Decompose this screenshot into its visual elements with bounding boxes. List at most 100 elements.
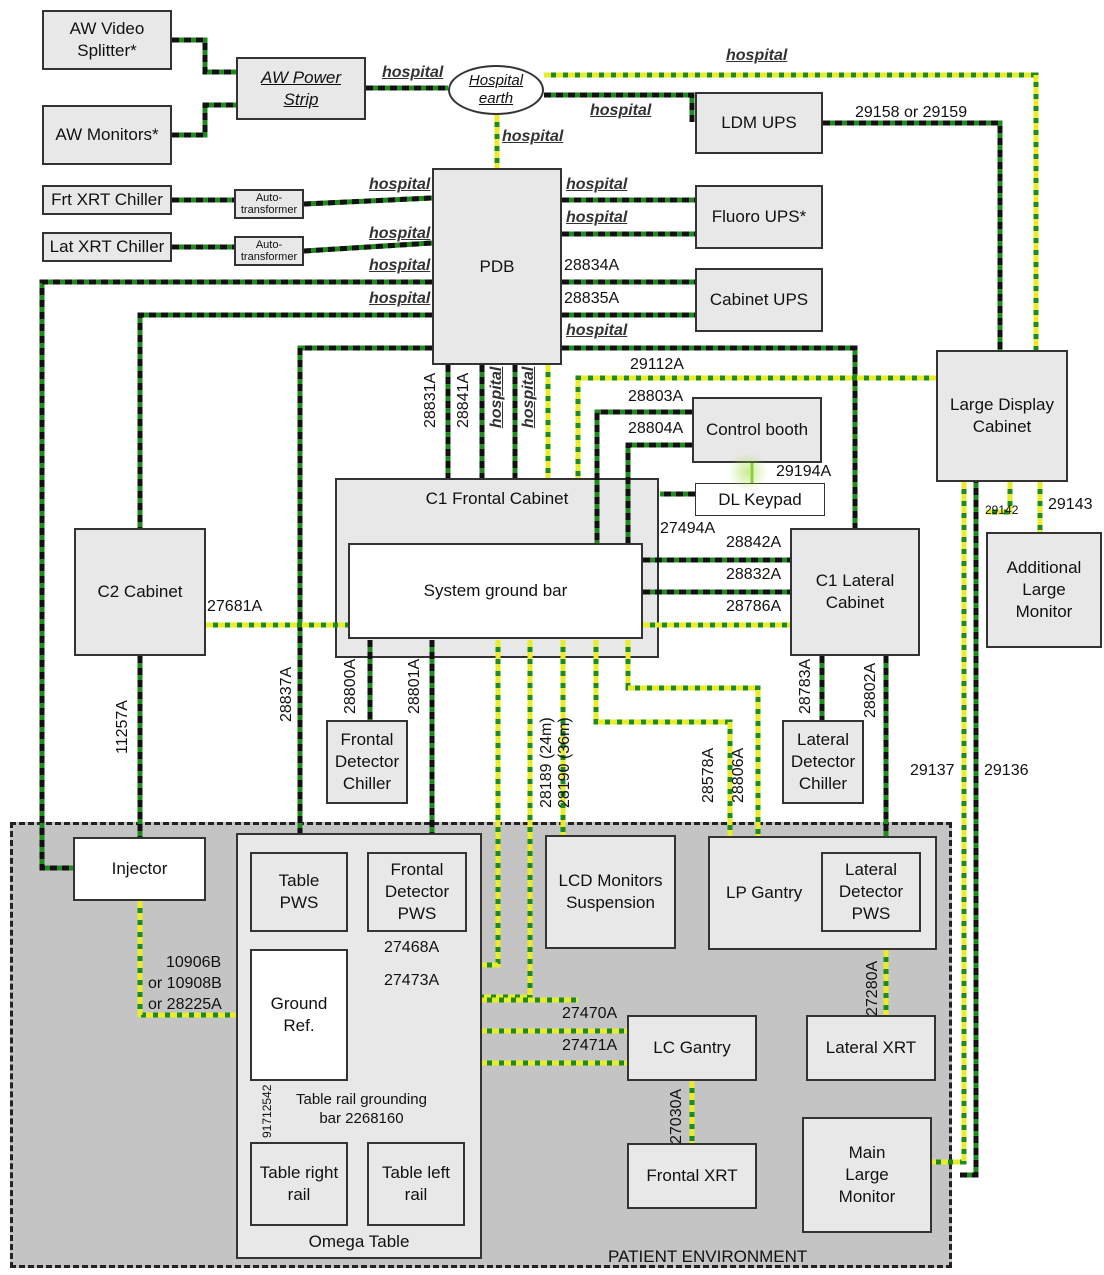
cable-10906b-label: 10906B — [166, 954, 222, 971]
cable-27030a-label: 27030A — [668, 1088, 685, 1144]
ground-wire — [137, 901, 250, 1018]
system-ground-bar: System ground bar — [348, 543, 643, 639]
cable-28835a-label: 28835A — [564, 290, 620, 307]
hospital-label-9: hospital — [566, 176, 628, 193]
cable-28831a-label: 28831A — [422, 372, 439, 428]
hospital-label-7: hospital — [369, 257, 431, 274]
cable-28189-label: 28189 (24m) — [538, 717, 555, 808]
pdb-box: PDB — [432, 168, 562, 365]
cable-27473a-label: 27473A — [384, 972, 440, 989]
auto-transformer-2-box: Auto- transformer — [234, 236, 304, 266]
control-booth-box: Control booth — [692, 397, 822, 463]
cable-27471a-label: 27471A — [562, 1037, 618, 1054]
ground-wire — [823, 120, 1003, 350]
cable-28803a-label: 28803A — [628, 388, 684, 405]
cable-27470a-label: 27470A — [562, 1005, 618, 1022]
ground-wire — [625, 640, 761, 836]
ground-wire — [297, 345, 432, 852]
hospital-label-1: hospital — [382, 64, 444, 81]
ground-wire — [932, 482, 967, 1165]
lateral-detector-pws-box: Lateral Detector PWS — [821, 852, 921, 932]
ground-wire — [303, 195, 433, 207]
cable-28841a-label: 28841A — [455, 372, 472, 428]
cable-28786a-label: 28786A — [726, 598, 782, 615]
cable-29142-label: 29142 — [985, 503, 1019, 517]
hospital-label-6: hospital — [369, 225, 431, 242]
hospital-label-4: hospital — [502, 128, 564, 145]
aw-power-strip-box: AW Power Strip — [236, 57, 366, 120]
hospital-label-8: hospital — [369, 290, 431, 307]
ground-wire — [593, 640, 733, 836]
dl-keypad-box: DL Keypad — [695, 483, 825, 516]
cable-29137-label: 29137 — [910, 762, 955, 779]
lat-xrt-chiller-box: Lat XRT Chiller — [42, 232, 172, 262]
ground-wire — [960, 482, 979, 1178]
frontal-detector-chiller-box: Frontal Detector Chiller — [326, 720, 408, 804]
hospital-label-10: hospital — [566, 209, 628, 226]
ground-wire — [823, 120, 1003, 350]
frontal-xrt-box: Frontal XRT — [627, 1143, 757, 1209]
ground-wire — [39, 279, 432, 871]
ground-wire — [625, 640, 761, 836]
ground-wire — [562, 345, 858, 528]
cable-29136-label: 29136 — [984, 762, 1029, 779]
fluoro-ups-box: Fluoro UPS* — [695, 185, 823, 249]
hospital-label-vertical-2: hospital — [520, 366, 537, 428]
hospital-label-2: hospital — [726, 47, 788, 64]
auto-transformer-1-box: Auto- transformer — [234, 189, 304, 219]
patient-environment-label: PATIENT ENVIRONMENT — [608, 1247, 808, 1266]
ground-wire — [593, 640, 733, 836]
c2-cabinet-box: C2 Cabinet — [74, 528, 206, 656]
table-pws-box: Table PWS — [250, 852, 348, 932]
frontal-detector-pws-box: Frontal Detector PWS — [367, 852, 467, 932]
cable-28578a-label: 28578A — [700, 747, 717, 803]
hospital-label-3: hospital — [590, 102, 652, 119]
additional-large-monitor-box: Additional Large Monitor — [986, 532, 1102, 648]
cable-29143-label: 29143 — [1048, 496, 1093, 513]
table-rail-grounding-bar-label: Table rail grounding bar 2268160 — [296, 1091, 427, 1127]
cable-28832a-label: 28832A — [726, 566, 782, 583]
ground-wire — [172, 37, 236, 75]
hospital-label-11: hospital — [566, 322, 628, 339]
keypad-highlight — [728, 452, 768, 492]
cable-28783a-label: 28783A — [797, 658, 814, 714]
main-large-monitor-box: Main Large Monitor — [802, 1117, 932, 1233]
ldm-ups-box: LDM UPS — [695, 92, 823, 154]
aw-video-splitter-box: AW Video Splitter* — [42, 10, 172, 70]
hospital-label-5: hospital — [369, 176, 431, 193]
ground-wire — [594, 409, 692, 543]
cable-28190-label: 28190 (36m) — [556, 717, 573, 808]
lateral-detector-chiller-box: Lateral Detector Chiller — [782, 720, 864, 804]
large-display-cabinet-box: Large Display Cabinet — [936, 350, 1068, 482]
cable-28842a-label: 28842A — [726, 534, 782, 551]
cable-28801a-label: 28801A — [406, 658, 423, 714]
cable-28837a-label: 28837A — [278, 666, 295, 722]
lc-gantry-box: LC Gantry — [627, 1015, 757, 1081]
frt-xrt-chiller-box: Frt XRT Chiller — [42, 185, 172, 215]
ground-wire — [575, 375, 936, 478]
lcd-monitors-suspension-box: LCD Monitors Suspension — [545, 835, 676, 949]
table-right-rail-box: Table right rail — [250, 1142, 348, 1226]
injector-box: Injector — [73, 837, 206, 901]
lateral-xrt-box: Lateral XRT — [806, 1015, 936, 1081]
cabinet-ups-box: Cabinet UPS — [695, 268, 823, 332]
table-left-rail-box: Table left rail — [367, 1142, 465, 1226]
ground-wire — [544, 92, 695, 122]
aw-monitors-box: AW Monitors* — [42, 105, 172, 165]
ground-ref-box: Ground Ref. — [250, 949, 348, 1081]
cable-28804a-label: 28804A — [628, 420, 684, 437]
cable-29158-label: 29158 or 29159 — [855, 104, 968, 121]
cable-28802a-label: 28802A — [862, 662, 879, 718]
ground-wire — [625, 442, 692, 543]
cable-27468a-label: 27468A — [384, 939, 440, 956]
cable-28800a-label: 28800A — [342, 658, 359, 714]
c1-lateral-cabinet-box: C1 Lateral Cabinet — [790, 528, 920, 656]
cable-91712542-label: 91712542 — [260, 1084, 274, 1138]
ground-wire — [544, 72, 1039, 350]
cable-28806a-label: 28806A — [730, 747, 747, 803]
ground-wire — [986, 482, 1013, 515]
ground-wire — [932, 482, 967, 1165]
cable-10908b-label: or 10908B — [148, 975, 222, 992]
